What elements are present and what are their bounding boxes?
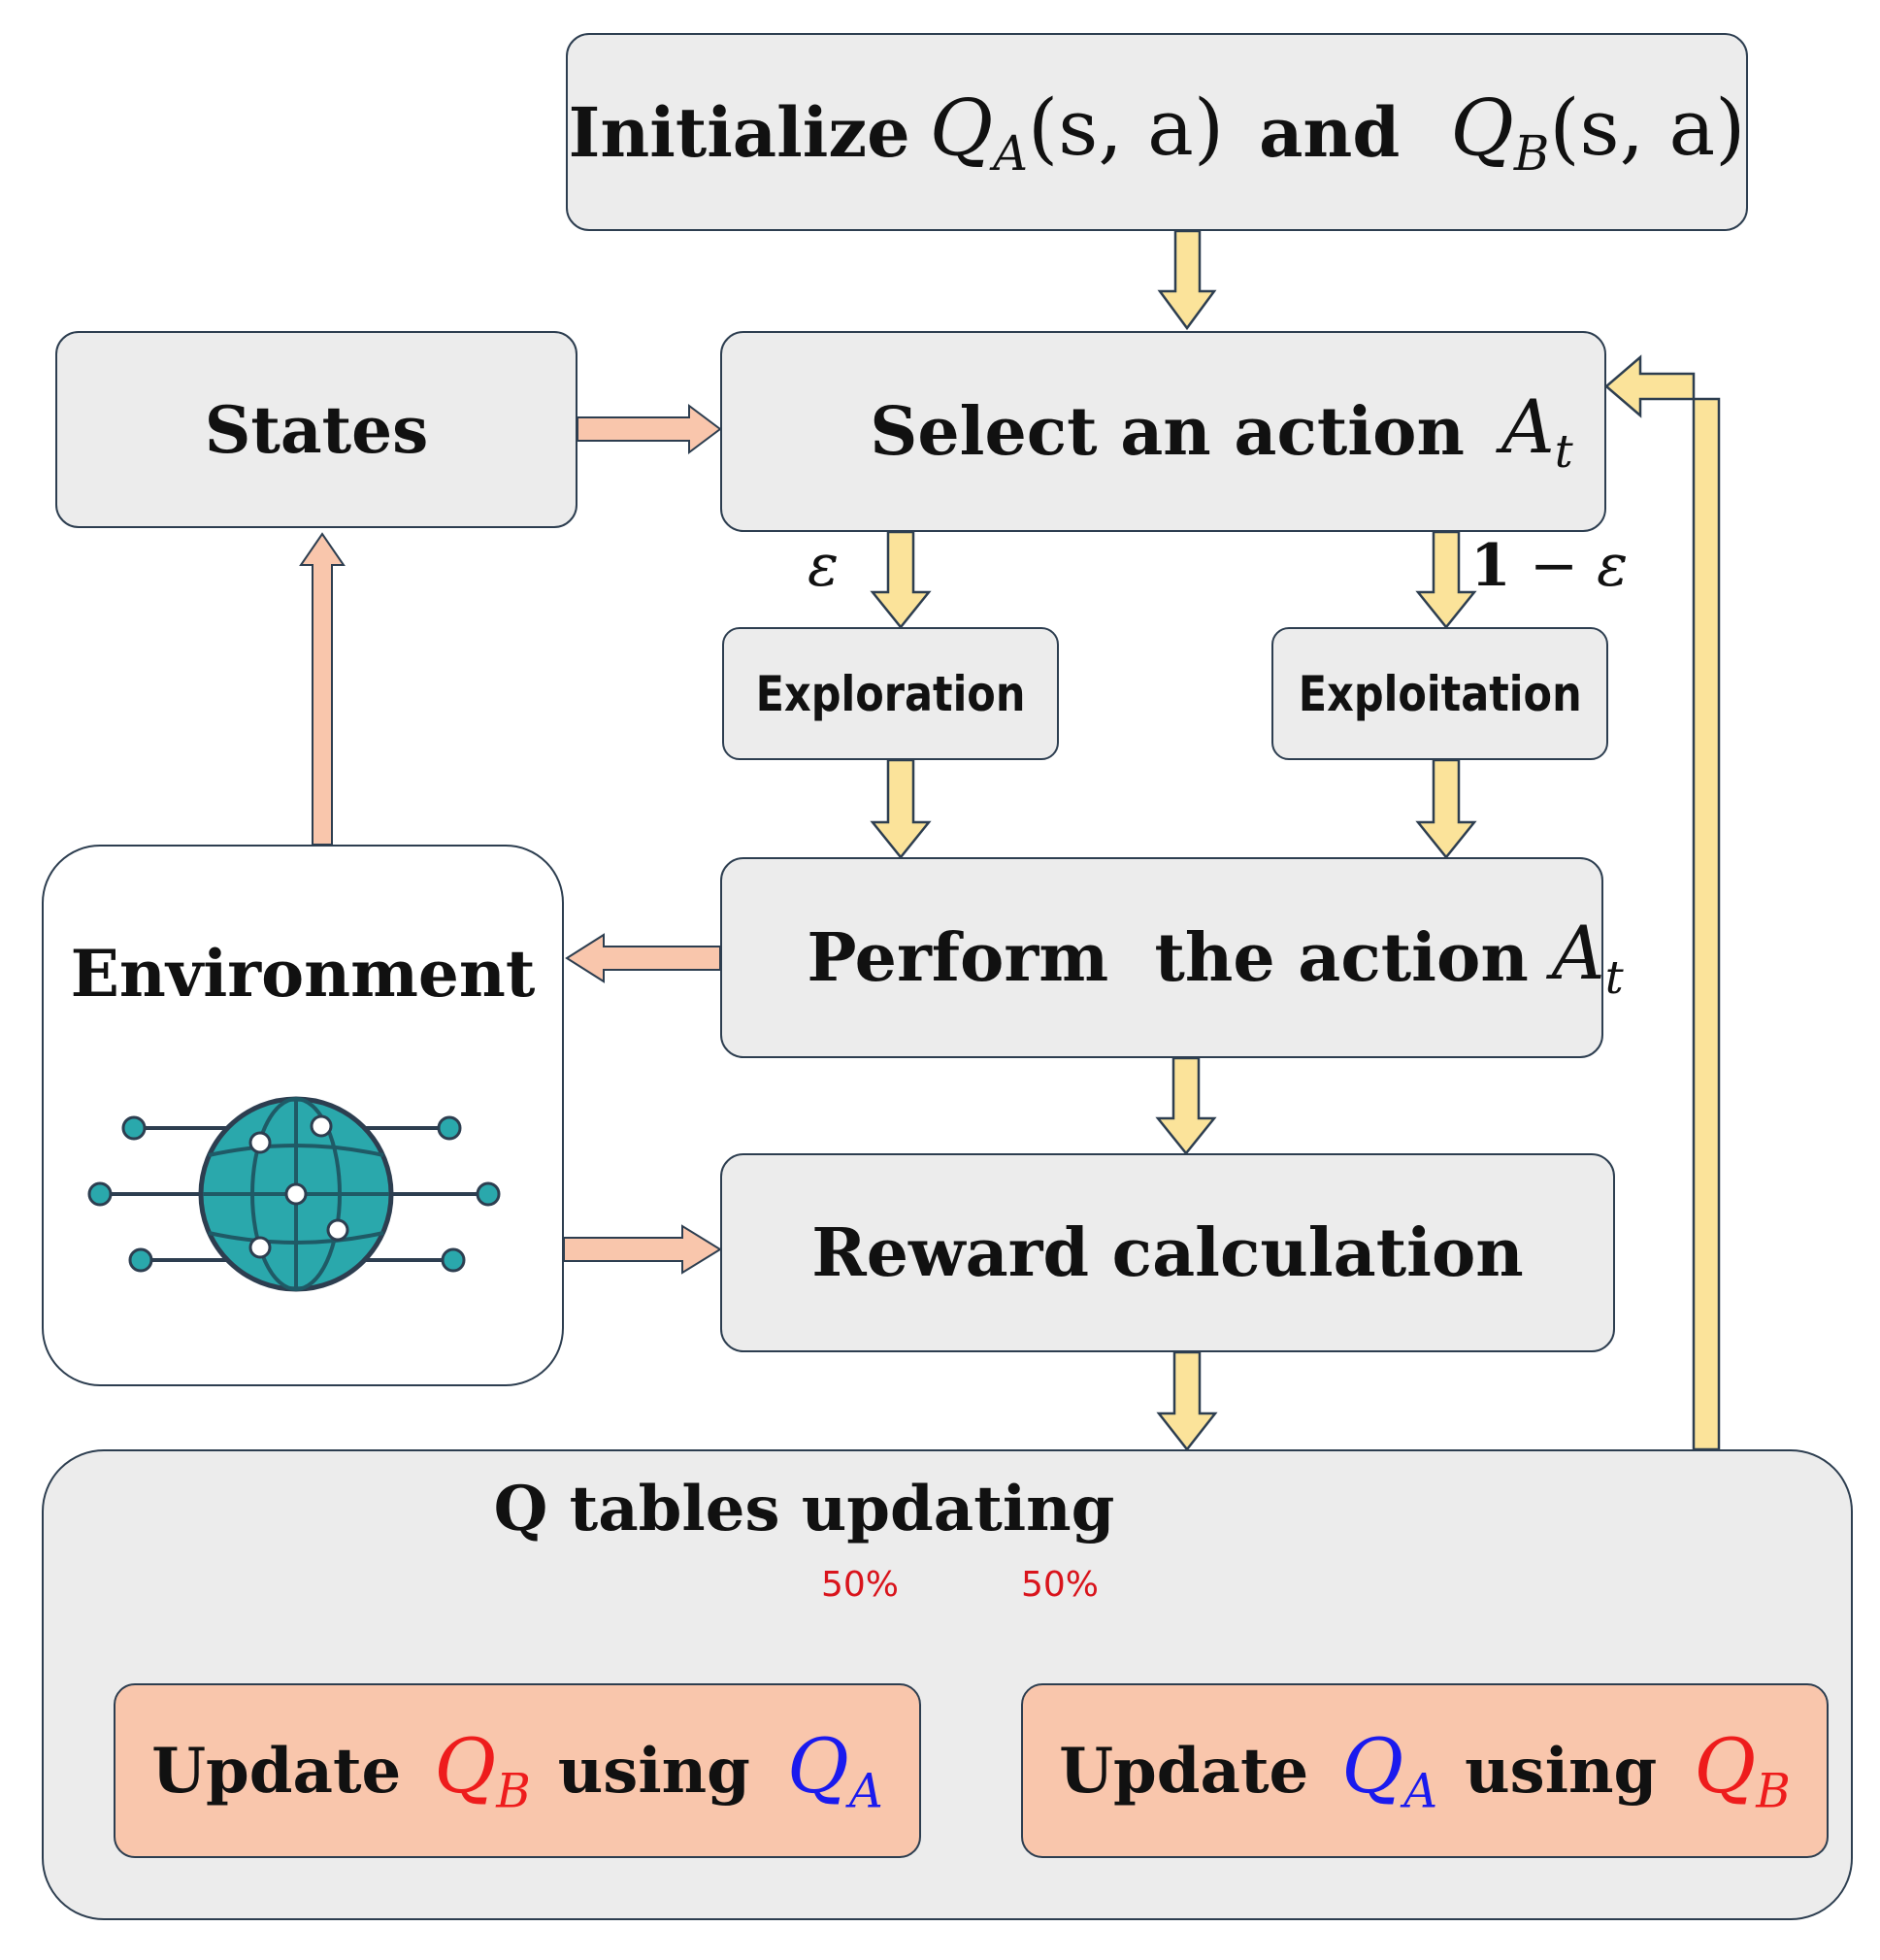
exploration-label: Exploration <box>755 665 1026 722</box>
arrow-env-to-states <box>299 532 346 846</box>
arrow-select-to-exploration <box>870 530 932 629</box>
select-action-symbol: At <box>1501 383 1573 480</box>
arrow-reward-to-qtables <box>1156 1350 1218 1452</box>
update-qb-word: Update <box>151 1734 402 1808</box>
initialize-label: Initialize <box>568 91 910 173</box>
update-qb-box: Update QB using QA <box>114 1683 921 1858</box>
update-qa-word: Update <box>1059 1734 1309 1808</box>
qb-init-math: QB(s, a) <box>1450 83 1746 182</box>
one-minus-epsilon-label: 1 − ε <box>1470 532 1629 600</box>
states-label: States <box>204 391 429 468</box>
reward-calculation-label: Reward calculation <box>811 1213 1524 1292</box>
perform-action-label: Perform the action <box>807 918 1529 997</box>
environment-label: Environment <box>70 936 536 1012</box>
and-label: and <box>1259 91 1401 173</box>
arrow-init-to-select <box>1157 229 1217 331</box>
globe-network-icon <box>87 1096 500 1291</box>
update-qb-source: QA <box>786 1722 883 1819</box>
arrow-perform-to-reward <box>1155 1056 1217 1155</box>
arrow-env-to-reward <box>563 1224 722 1275</box>
exploitation-label: Exploitation <box>1298 665 1582 722</box>
select-action-box: Select an action At <box>720 331 1606 532</box>
arrow-feedback-to-select <box>1604 354 1721 1451</box>
update-qa-target: QA <box>1341 1722 1438 1819</box>
reward-calculation-box: Reward calculation <box>720 1153 1615 1352</box>
exploitation-box: Exploitation <box>1271 627 1608 760</box>
perform-action-symbol: At <box>1551 910 1624 1006</box>
update-qb-target: QB <box>434 1722 531 1819</box>
update-qa-box: Update QA using QB <box>1021 1683 1829 1858</box>
arrow-exploration-to-perform <box>870 758 932 859</box>
left-probability-label: 50% <box>821 1565 900 1605</box>
qa-init-math: QA(s, a) <box>929 83 1225 182</box>
environment-box: Environment <box>42 845 564 1386</box>
epsilon-label: ε <box>808 532 840 600</box>
q-tables-updating-title: Q tables updating <box>493 1473 1115 1545</box>
initialize-box: Initialize QA(s, a) and QB(s, a) <box>566 33 1748 231</box>
arrow-states-to-select <box>577 404 722 454</box>
select-action-label: Select an action <box>870 392 1465 471</box>
arrow-perform-to-env <box>565 933 721 983</box>
update-qb-using: using <box>557 1734 750 1808</box>
right-probability-label: 50% <box>1021 1565 1100 1605</box>
update-qa-using: using <box>1465 1734 1658 1808</box>
perform-action-box: Perform the action At <box>720 857 1624 1058</box>
update-qa-source: QB <box>1694 1722 1791 1819</box>
states-box: States <box>55 331 577 528</box>
arrow-exploitation-to-perform <box>1415 758 1477 859</box>
arrow-select-to-exploitation <box>1415 530 1477 629</box>
exploration-box: Exploration <box>722 627 1059 760</box>
